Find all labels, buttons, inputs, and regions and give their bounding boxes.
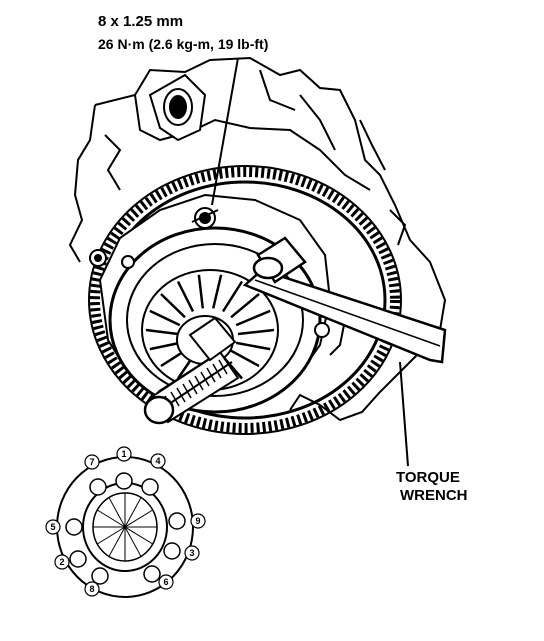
leader-lines <box>211 57 409 467</box>
sequence-number: 8 <box>89 584 94 594</box>
sequence-number: 2 <box>59 557 64 567</box>
rim-bolts <box>89 249 330 338</box>
sequence-marker <box>84 581 100 597</box>
sequence-number: 1 <box>121 449 126 459</box>
sequence-marker <box>45 519 61 535</box>
spring-finger <box>176 280 195 313</box>
sequence-number: 6 <box>163 577 168 587</box>
spring-finger <box>211 274 223 309</box>
bolt-hole <box>115 472 133 490</box>
bolt-hole <box>91 567 109 585</box>
spring-finger <box>221 280 244 313</box>
bolt-hole <box>89 478 107 496</box>
sequence-marker <box>184 545 200 561</box>
spring-finger <box>237 328 275 336</box>
spring-finger <box>235 341 271 351</box>
sequence-number: 3 <box>189 548 194 558</box>
inset-spoke <box>108 497 126 528</box>
bolt-sequence-inset: 1 4 7 9 5 3 2 6 8 <box>45 446 206 598</box>
spring-finger <box>235 309 271 327</box>
torque-spec-label: 26 N·m (2.6 kg-m, 19 lb-ft) <box>98 36 268 52</box>
spline-ridge <box>182 383 192 399</box>
torque-wrench-label-line1: TORQUE <box>396 469 460 486</box>
sequence-marker <box>84 454 100 470</box>
inset-spoke <box>97 526 126 545</box>
bolt-size-label: 8 x 1.25 mm <box>98 13 183 30</box>
spring-finger <box>149 341 181 351</box>
sequence-marker <box>190 513 206 529</box>
spline-ridge <box>218 359 228 375</box>
spline-ridge <box>212 363 222 379</box>
coolant-outlet <box>148 73 207 142</box>
spline-ridge <box>194 375 204 391</box>
torque-wrench-label-line2: WRENCH <box>400 487 468 504</box>
sequence-marker <box>158 574 174 590</box>
sequence-number: 9 <box>195 516 200 526</box>
sequence-number: 5 <box>50 522 55 532</box>
spline-ridge <box>206 367 216 383</box>
sequence-number: 4 <box>155 456 160 466</box>
clutch-bolt <box>191 207 219 229</box>
torque-wrench <box>242 236 447 364</box>
inset-spoke <box>108 526 126 557</box>
spline-ridge <box>176 387 186 403</box>
inset-spoke <box>124 526 153 545</box>
spring-finger <box>145 328 179 336</box>
spring-finger <box>197 274 205 309</box>
spring-finger <box>230 349 260 368</box>
bolt-hole <box>168 512 186 530</box>
spring-finger <box>230 293 260 319</box>
spline-ridge <box>188 379 198 395</box>
bolt-hole <box>143 565 161 583</box>
sequence-marker <box>54 554 70 570</box>
sequence-marker <box>150 453 166 469</box>
inset-spoke <box>124 497 142 528</box>
inset-spoke <box>124 526 142 557</box>
bolt-hole <box>65 518 83 536</box>
bolt-hole <box>163 542 181 560</box>
spring-finger <box>149 309 181 327</box>
bolt-hole <box>141 478 159 496</box>
inset-spoke <box>124 509 153 528</box>
inset-spoke <box>97 509 126 528</box>
bolt-hole <box>69 550 87 568</box>
sequence-marker <box>116 446 132 462</box>
sequence-number: 7 <box>89 457 94 467</box>
engine-block <box>68 56 447 422</box>
clutch-alignment-tool <box>143 316 240 425</box>
spring-finger <box>160 293 186 319</box>
spline-ridge <box>170 391 180 407</box>
spline-ridge <box>200 371 210 387</box>
